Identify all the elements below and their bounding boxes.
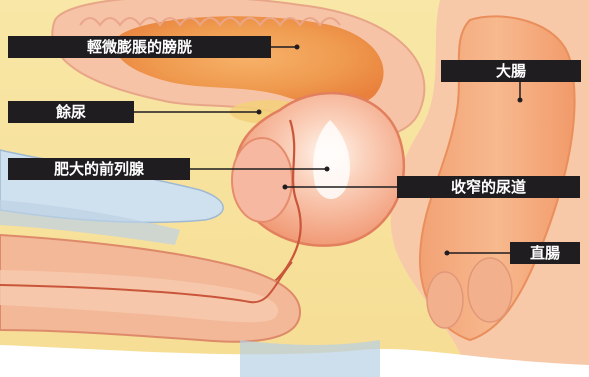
leader-dot-bladder [295, 45, 300, 50]
label-bladder: 輕微膨脹的膀胱 [8, 36, 271, 58]
scrotum-hint [240, 340, 380, 377]
label-residual-urine: 餘尿 [8, 101, 134, 123]
leader-dot-rectum [445, 251, 450, 256]
anal-sphincter-left [427, 272, 463, 328]
leader-dot-urethra [283, 185, 288, 190]
leader-dot-large-intestine [518, 98, 523, 103]
anal-sphincter-right [468, 258, 512, 322]
label-large-intestine: 大腸 [441, 60, 581, 82]
label-rectum: 直腸 [510, 242, 580, 264]
label-enlarged-prostate: 肥大的前列腺 [8, 158, 190, 180]
leader-dot-prostate [325, 167, 330, 172]
leader-dot-residual-urine [257, 110, 262, 115]
prostate-lobe [232, 138, 292, 222]
label-narrowed-urethra: 收窄的尿道 [397, 176, 580, 198]
